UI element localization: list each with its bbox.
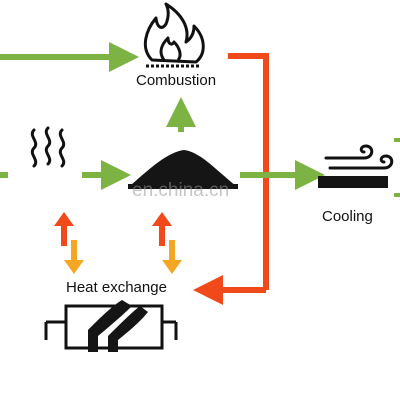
heat-exchanger-icon [44,300,178,352]
bidirectional-arrow-left [54,212,84,274]
flame-icon [143,2,205,64]
cooling-label: Cooling [322,208,373,225]
wind-base [318,176,388,188]
wind-icon [320,144,394,180]
bidirectional-arrow-center [152,212,182,274]
watermark: en.china.cn [132,180,230,201]
arrow-combustion-down [228,53,269,290]
heat-exchange-label: Heat exchange [66,279,167,296]
combustion-label: Combustion [136,72,217,89]
heat-waves-icon [30,126,66,168]
coal-pile-icon [128,150,238,189]
